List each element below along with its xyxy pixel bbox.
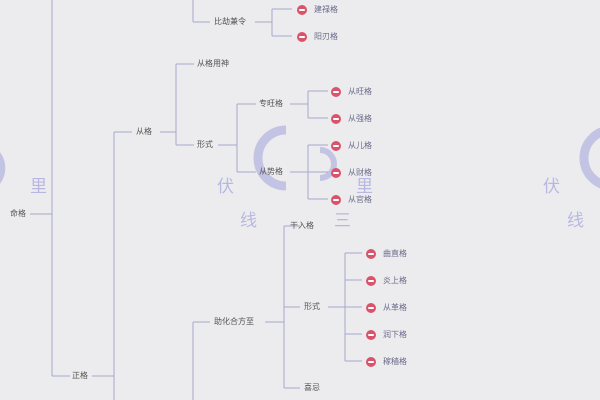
watermark-char: 里 [30,177,47,197]
leaf-label: 从财格 [348,168,372,177]
minus-icon [297,31,307,42]
watermark-char: 伏 [217,177,234,197]
node-huaqi[interactable]: 助化合方至 [214,317,254,326]
minus-icon [366,329,376,340]
watermark-char: 伏 [543,177,560,197]
leaf-label: 阳刃格 [314,32,338,41]
node-xingshi-1[interactable]: 形式 [197,140,213,149]
node-zhengge[interactable]: 正格 [72,371,88,380]
leaf-label: 从强格 [348,114,372,123]
leaf-label: 曲直格 [383,249,407,258]
minus-icon [366,248,376,259]
watermark-char: 线 [567,211,584,231]
minus-icon [366,275,376,286]
node-qianruge[interactable]: 干入格 [290,221,314,230]
node-xingshi-2[interactable]: 形式 [304,302,320,311]
leaf-label: 从旺格 [348,87,372,96]
minus-icon [331,113,341,124]
minus-icon [331,86,341,97]
minus-icon [331,140,341,151]
minus-icon [331,167,341,178]
minus-icon [366,302,376,313]
leaf-label: 稼穑格 [383,357,407,366]
leaf-label: 从官格 [348,195,372,204]
node-bijiehe[interactable]: 比劫兼令 [214,17,246,26]
watermark-char: 三 [334,211,351,231]
minus-icon [366,356,376,367]
leaf-label: 从儿格 [348,141,372,150]
leaf-label: 从革格 [383,303,407,312]
leaf-yanshang[interactable]: 炎上格 [366,275,407,286]
leaf-conger[interactable]: 从儿格 [331,140,372,151]
node-minge[interactable]: 命格 [10,209,26,218]
leaf-label: 炎上格 [383,276,407,285]
leaf-congwang[interactable]: 从旺格 [331,86,372,97]
leaf-jianlu[interactable]: 建禄格 [297,4,338,15]
node-youcha[interactable]: 喜忌 [304,383,320,392]
leaf-label: 建禄格 [314,5,338,14]
leaf-congqiang[interactable]: 从强格 [331,113,372,124]
minus-icon [331,194,341,205]
node-conge[interactable]: 从格 [136,127,152,136]
leaf-congguan[interactable]: 从官格 [331,194,372,205]
leaf-jiaqiang[interactable]: 稼穑格 [366,356,407,367]
minus-icon [297,4,307,15]
watermark-char: 线 [240,211,257,231]
leaf-jiase[interactable]: 从革格 [366,302,407,313]
leaf-runxia[interactable]: 润下格 [366,329,407,340]
node-congshi[interactable]: 从势格 [259,167,283,176]
leaf-congcai[interactable]: 从财格 [331,167,372,178]
node-conge-yongshen[interactable]: 从格用神 [197,59,229,68]
watermark-char: 里 [356,177,373,197]
leaf-qushi[interactable]: 曲直格 [366,248,407,259]
leaf-label: 润下格 [383,330,407,339]
watermark-logo [0,125,600,191]
leaf-yangren[interactable]: 阳刃格 [297,31,338,42]
node-zhuanwang[interactable]: 专旺格 [259,99,283,108]
